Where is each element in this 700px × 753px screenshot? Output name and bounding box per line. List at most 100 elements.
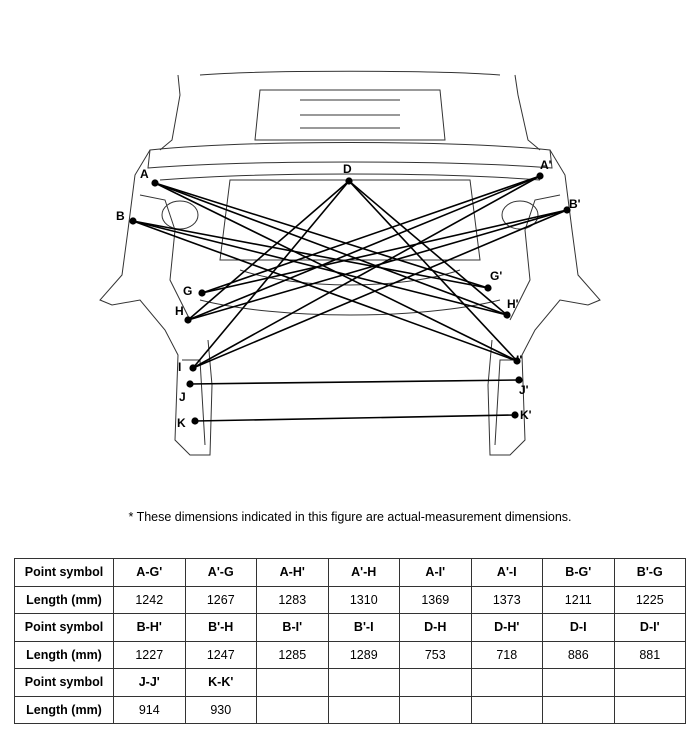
point-symbol-cell	[256, 668, 329, 697]
point-label-a: A	[140, 167, 149, 181]
measurement-note: * These dimensions indicated in this fig…	[128, 510, 572, 524]
point-label-kp: K'	[520, 408, 532, 422]
point-symbol-cell: A-G'	[113, 558, 186, 587]
point-symbol-cell: B'-I	[327, 613, 400, 642]
point-marker-a	[151, 179, 159, 187]
length-cell: 914	[113, 695, 186, 724]
length-cell: 1227	[113, 640, 186, 669]
point-symbol-cell	[613, 668, 686, 697]
length-cell	[613, 695, 686, 724]
point-symbol-label: Point symbol	[14, 668, 114, 697]
point-symbol-cell: D-I'	[613, 613, 686, 642]
length-cell: 1247	[184, 640, 257, 669]
point-marker-bp	[563, 206, 571, 214]
point-label-b: B	[116, 209, 125, 223]
point-label-ip: I'	[516, 353, 522, 367]
point-marker-jp	[515, 376, 523, 384]
point-marker-j	[186, 380, 194, 388]
point-symbol-cell	[470, 668, 543, 697]
length-cell	[470, 695, 543, 724]
measurement-line-a-gp	[154, 182, 489, 289]
measurement-line-ap-i	[192, 175, 541, 369]
point-symbol-cell	[542, 668, 615, 697]
point-label-h: H	[175, 304, 184, 318]
point-label-bp: B'	[569, 197, 581, 211]
point-marker-g	[198, 289, 206, 297]
length-cell: 718	[470, 640, 543, 669]
measurement-line-d-ip	[348, 180, 518, 362]
length-cell	[256, 695, 329, 724]
point-label-ap: A'	[540, 158, 552, 172]
measurement-line-k-kp	[194, 414, 516, 422]
point-symbol-cell	[399, 668, 472, 697]
point-symbol-cell: B-H'	[113, 613, 186, 642]
point-symbol-cell: K-K'	[184, 668, 257, 697]
point-symbol-cell: A-I'	[399, 558, 472, 587]
point-symbol-cell: D-H'	[470, 613, 543, 642]
length-label: Length (mm)	[14, 585, 114, 614]
length-cell: 1225	[613, 585, 686, 614]
length-cell	[542, 695, 615, 724]
length-cell	[327, 695, 400, 724]
point-symbol-cell: B'-H	[184, 613, 257, 642]
point-label-d: D	[343, 162, 352, 176]
measurement-line-bp-g	[201, 209, 568, 294]
measurement-line-d-hp	[348, 180, 508, 316]
point-marker-k	[191, 417, 199, 425]
point-symbol-cell: A'-H	[327, 558, 400, 587]
point-symbol-cell: B'-G	[613, 558, 686, 587]
measurement-line-b-ip	[132, 220, 518, 362]
point-marker-kp	[511, 411, 519, 419]
length-label: Length (mm)	[14, 695, 114, 724]
point-symbol-cell: D-H	[399, 613, 472, 642]
measurement-line-d-h	[187, 180, 350, 321]
measurement-points	[129, 172, 571, 425]
length-cell: 1242	[113, 585, 186, 614]
measurement-line-a-hp	[154, 182, 508, 316]
point-symbol-cell: A'-G	[184, 558, 257, 587]
measurement-line-b-gp	[132, 220, 489, 289]
point-label-k: K	[177, 416, 186, 430]
measurement-line-ap-h	[187, 175, 541, 321]
point-symbol-cell: B-G'	[542, 558, 615, 587]
length-cell: 1211	[542, 585, 615, 614]
length-cell: 1267	[184, 585, 257, 614]
point-marker-i	[189, 364, 197, 372]
length-cell: 930	[184, 695, 257, 724]
length-cell: 886	[542, 640, 615, 669]
point-label-i: I	[178, 360, 181, 374]
point-symbol-label: Point symbol	[14, 558, 114, 587]
length-cell: 1369	[399, 585, 472, 614]
point-symbol-cell: J-J'	[113, 668, 186, 697]
measurement-line-b-hp	[132, 220, 508, 316]
point-marker-ap	[536, 172, 544, 180]
length-cell: 1289	[327, 640, 400, 669]
measurement-line-ap-g	[201, 175, 541, 294]
point-label-g: G	[183, 284, 192, 298]
length-cell: 881	[613, 640, 686, 669]
point-symbol-cell: A-H'	[256, 558, 329, 587]
point-marker-hp	[503, 311, 511, 319]
point-marker-gp	[484, 284, 492, 292]
length-label: Length (mm)	[14, 640, 114, 669]
length-cell: 1285	[256, 640, 329, 669]
measurement-line-j-jp	[189, 379, 520, 385]
measurement-line-bp-i	[192, 209, 568, 369]
length-cell: 1310	[327, 585, 400, 614]
point-label-j: J	[179, 390, 186, 404]
point-marker-ip	[513, 357, 521, 365]
point-marker-b	[129, 217, 137, 225]
point-symbol-cell: D-I	[542, 613, 615, 642]
point-symbol-cell: B-I'	[256, 613, 329, 642]
length-cell	[399, 695, 472, 724]
point-marker-h	[184, 316, 192, 324]
